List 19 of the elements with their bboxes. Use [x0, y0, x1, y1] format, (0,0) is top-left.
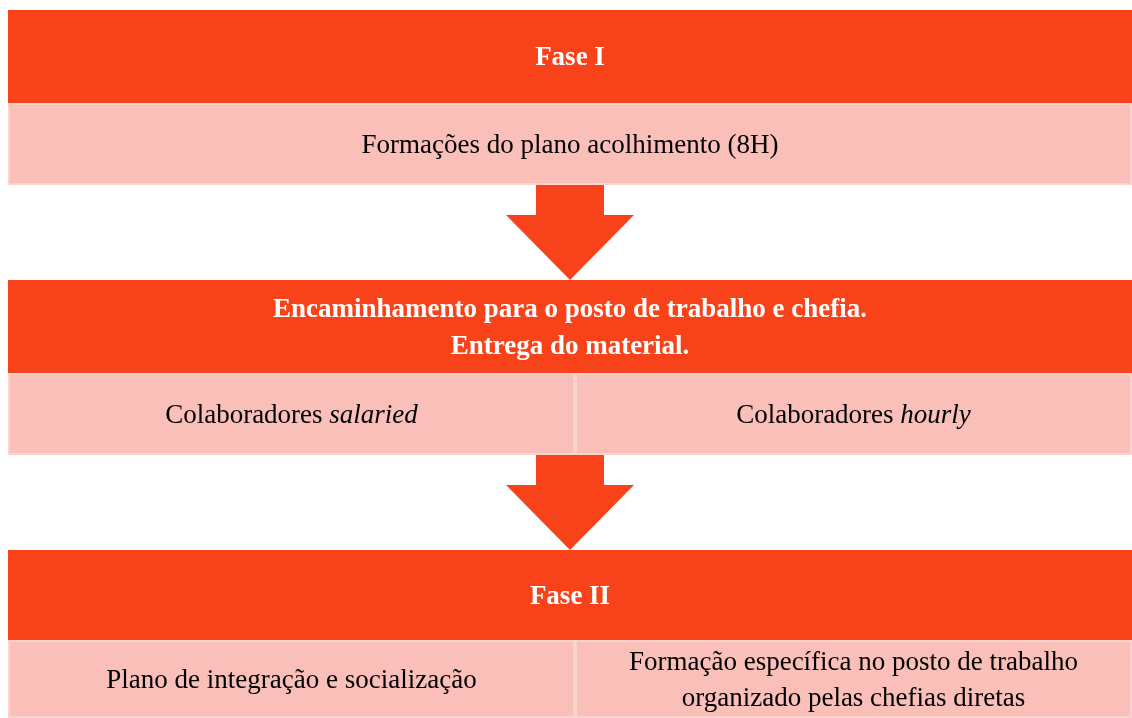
phase-title: Fase II — [528, 578, 612, 612]
band-text: Formações do plano acolhimento (8H) — [360, 127, 780, 161]
cell-text: Plano de integração e socialização — [105, 662, 478, 696]
block-arrow — [506, 455, 634, 550]
header-band — [8, 10, 1132, 103]
content-cell — [575, 373, 1132, 455]
header-band — [8, 550, 1132, 640]
content-cell — [8, 373, 575, 455]
header-band — [8, 280, 1132, 373]
content-band — [8, 103, 1132, 185]
phase-title: Fase I — [534, 40, 606, 74]
header-text: Entrega do material. — [449, 328, 691, 362]
content-cell — [575, 640, 1132, 718]
cell-text: Colaboradores salaried — [164, 397, 419, 431]
cell-text: Formação específica no posto de trabalho organizado pelas chefias diretas — [627, 644, 1080, 714]
cell-text: Colaboradores hourly — [735, 397, 972, 431]
header-text: Encaminhamento para o posto de trabalho e chefia. — [272, 292, 868, 326]
content-cell — [8, 640, 575, 718]
block-arrow — [506, 185, 634, 280]
